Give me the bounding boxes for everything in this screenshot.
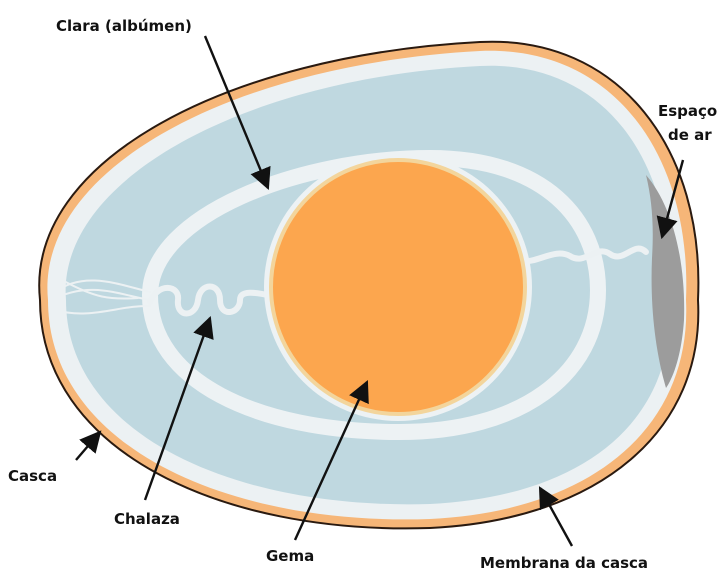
label-shell-membrane: Membrana da casca [480,554,648,572]
label-albumen: Clara (albúmen) [56,17,192,35]
label-air-space-1: Espaço [658,102,717,120]
label-shell: Casca [8,467,57,485]
shell-arrow [76,432,100,460]
label-chalaza: Chalaza [114,510,180,528]
label-yolk: Gema [266,547,314,565]
label-air-space-2: de ar [668,126,712,144]
yolk [271,160,525,414]
